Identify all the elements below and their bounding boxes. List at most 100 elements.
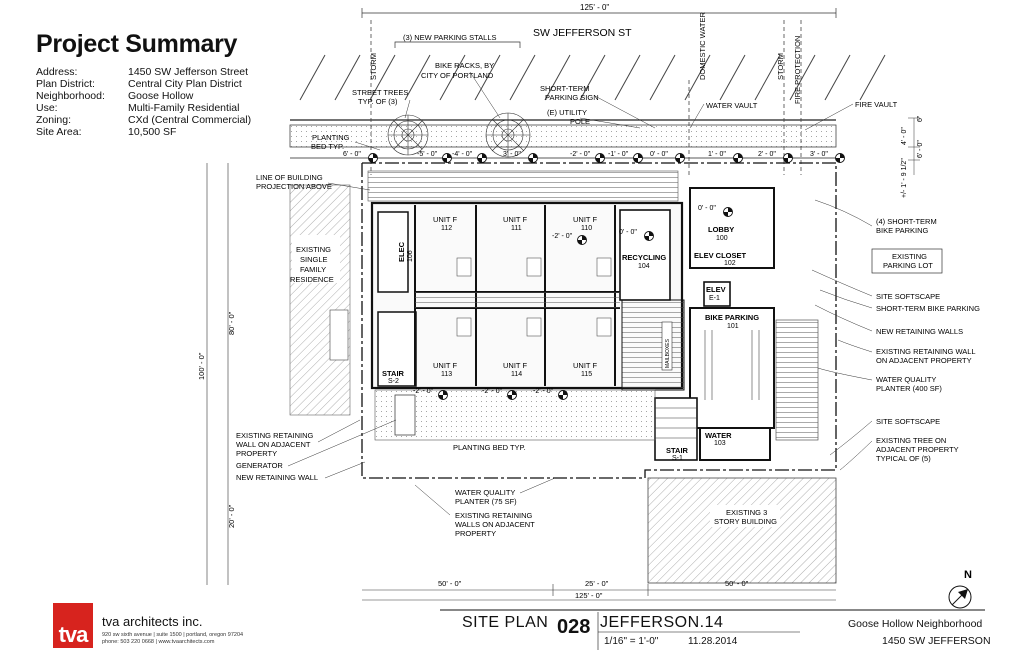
drawing-scale: 1/16" = 1'-0" — [604, 636, 659, 647]
spot-elevation-icon: 0' - 0" — [619, 229, 654, 241]
room-unit-114-num: 114 — [511, 371, 522, 378]
room-elev-closet-num: 102 — [724, 260, 736, 267]
residence-label-4: RESIDENCE — [290, 275, 334, 284]
sheet-number: 028 — [557, 616, 591, 638]
street-hatching — [299, 54, 886, 101]
room-stair-s2-num: S-2 — [388, 378, 399, 385]
callout-water-quality-large-1: WATER QUALITY — [876, 375, 936, 384]
callout-street-trees-2: TYP. OF (3) — [358, 97, 398, 106]
residence-label-bg — [292, 235, 340, 283]
spot-elevation-icon: 2' - 0" — [758, 151, 793, 163]
firm-address-line-2: phone: 503 220 0668 | www.tvaarchitects.… — [102, 638, 215, 645]
left-dim-upper: 80' - 0" — [227, 311, 236, 335]
mailboxes-label: MAILBOXES — [665, 338, 671, 368]
mailboxes — [661, 321, 673, 371]
callout-short-term-bike-4-1: (4) SHORT-TERM — [876, 217, 937, 226]
residence-steps — [329, 309, 349, 361]
spot-elevation-icon: -1' - 0" — [608, 151, 643, 163]
summary-row-site-area: Site Area:10,500 SF — [36, 126, 251, 138]
room-unit-110-name: UNIT F — [573, 215, 597, 224]
callout-existing-retaining-left-3: PROPERTY — [236, 449, 277, 458]
building-projection-area — [367, 170, 679, 202]
room-unit-113-num: 113 — [441, 371, 452, 378]
summary-value: 10,500 SF — [128, 126, 177, 138]
callout-existing-tree-3: TYPICAL OF (5) — [876, 454, 931, 463]
label-domestic-water: DOMESTIC WATER — [698, 12, 707, 80]
summary-value: Central City Plan District — [128, 78, 242, 90]
room-stair-s1-name: STAIR — [666, 446, 689, 455]
bike-rack-marks — [704, 330, 760, 400]
residence-label-3: FAMILY — [300, 265, 326, 274]
callout-water-quality-small-2: PLANTER (75 SF) — [455, 497, 517, 506]
water-room — [699, 427, 771, 461]
ramp-area — [621, 299, 685, 391]
stair-s2 — [377, 311, 417, 387]
spot-elevation-text: -2' - 0" — [533, 388, 554, 395]
callout-bike-racks-1: BIKE RACKS, BY — [435, 61, 494, 70]
street-tree-icon — [387, 114, 429, 156]
callout-existing-retaining-right-1: EXISTING RETAINING WALL — [876, 347, 976, 356]
callout-new-retaining-left: NEW RETAINING WALL — [236, 473, 318, 482]
spot-elevation-icon: 3' - 0" — [810, 151, 845, 163]
room-unit-111-num: 111 — [511, 225, 522, 232]
room-elev-closet-name: ELEV CLOSET — [694, 251, 747, 260]
room-recycling-name: RECYCLING — [622, 253, 666, 262]
existing-parking-lot-box — [871, 248, 943, 274]
spot-elevation-text: 3' - 0" — [503, 151, 521, 158]
room-unit-110-num: 110 — [581, 225, 592, 232]
retaining-steps-right — [775, 319, 819, 441]
recycling-room — [619, 209, 671, 301]
callout-utility-pole-1: (E) UTILITY — [547, 108, 587, 117]
street-name-label: SW JEFFERSON ST — [533, 27, 632, 39]
callout-generator: GENERATOR — [236, 461, 283, 470]
spot-elevation-text: -2' - 0" — [413, 388, 434, 395]
room-bike-parking-name: BIKE PARKING — [705, 313, 759, 322]
north-label: N — [964, 569, 972, 581]
corridor — [415, 292, 620, 308]
callout-new-retaining-walls: NEW RETAINING WALLS — [876, 327, 963, 336]
existing-residence-hatch — [289, 184, 351, 416]
spot-elevation-markers: 6' - 0"-5' - 0"-4' - 0"3' - 0"-2' - 0"-1… — [343, 151, 845, 400]
titleblock-neighborhood: Goose Hollow Neighborhood — [848, 618, 983, 630]
generator — [394, 394, 416, 436]
summary-key: Use: — [36, 102, 58, 114]
callout-street-trees-1: STREET TREES — [352, 88, 408, 97]
firm-name: tva architects inc. — [102, 614, 203, 629]
room-unit-114-name: UNIT F — [503, 361, 527, 370]
label-storm-right: STORM — [776, 53, 785, 80]
callout-planting-bed-2: BED TYP. — [311, 142, 344, 151]
spot-elevation-icon: -2' - 0" — [413, 388, 448, 400]
lobby-room — [689, 187, 775, 269]
callout-existing-parking-lot-2: PARKING LOT — [883, 261, 933, 270]
project-summary-title: Project Summary — [36, 30, 238, 58]
right-dim-a: 4' - 0" — [901, 127, 908, 145]
callout-existing-tree-2: ADJACENT PROPERTY — [876, 445, 959, 454]
callout-water-vault: WATER VAULT — [706, 101, 758, 110]
spot-elevation-text: 6' - 0" — [343, 151, 361, 158]
spot-elevation-icon: 3' - 0" — [503, 151, 538, 163]
summary-row-zoning: Zoning:CXd (Central Commercial) — [36, 114, 251, 126]
summary-value: Goose Hollow — [128, 90, 194, 102]
room-water-name: WATER — [705, 431, 732, 440]
residence-label-1: EXISTING — [296, 245, 331, 254]
callout-water-quality-small-1: WATER QUALITY — [455, 488, 515, 497]
summary-key: Zoning: — [36, 114, 72, 126]
left-dim-lower: 20' - 0" — [227, 504, 236, 528]
spot-elevation-text: 3' - 0" — [810, 151, 828, 158]
right-dim-c: 6' - 0" — [917, 140, 924, 158]
callout-existing-retaining-bottom-2: WALLS ON ADJACENT — [455, 520, 535, 529]
left-dim-total: 100' - 0" — [197, 352, 206, 380]
summary-row-use: Use:Multi-Family Residential — [36, 102, 251, 114]
spot-elevation-icon: -2' - 0" — [552, 233, 587, 245]
spot-elevation-icon: -5' - 0" — [417, 151, 452, 163]
label-fire-protection: FIRE PROTECTION — [793, 36, 802, 104]
top-dimension-text: 125' - 0" — [580, 3, 609, 12]
room-elec-num: 106 — [407, 250, 414, 262]
summary-key: Address: — [36, 66, 78, 78]
street-tree-icon — [485, 112, 531, 158]
room-unit-115-name: UNIT F — [573, 361, 597, 370]
leader-line — [327, 182, 371, 191]
site-boundary — [361, 162, 837, 479]
label-storm-left: STORM — [369, 53, 378, 80]
